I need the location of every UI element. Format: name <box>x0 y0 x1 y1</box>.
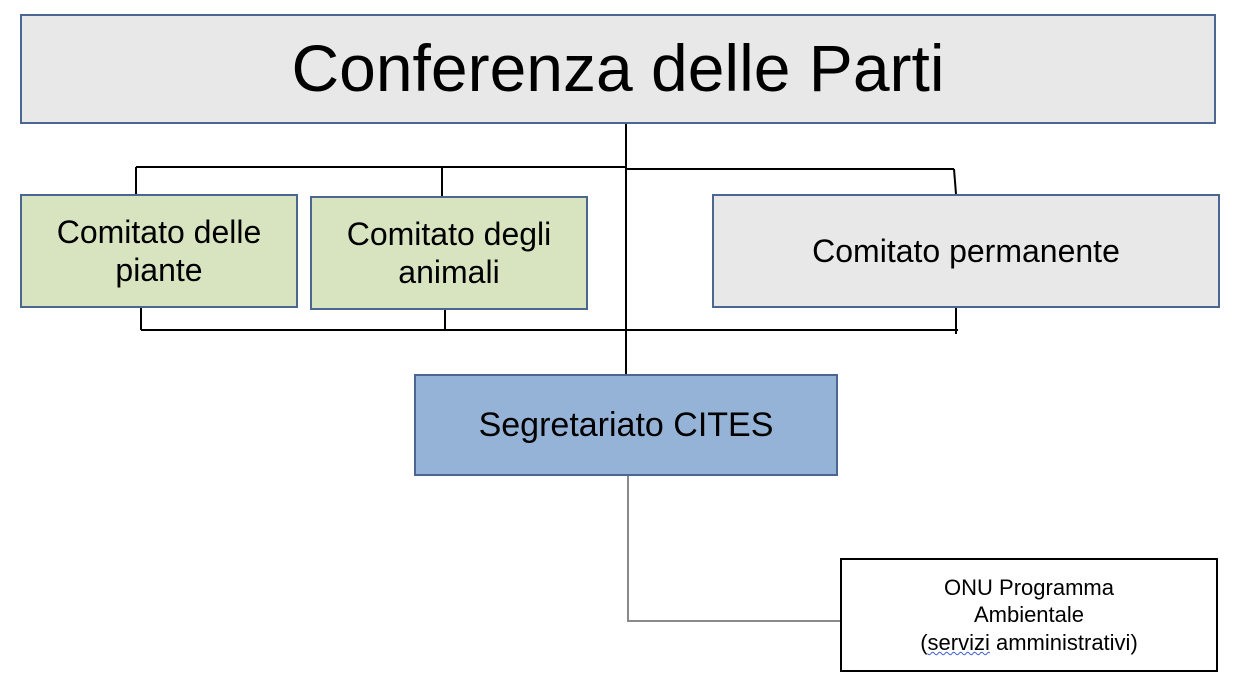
drop-standing <box>953 168 957 195</box>
unep-line3-word: servizi <box>927 629 990 655</box>
conference-of-parties-label: Conferenza delle Parti <box>291 31 945 106</box>
animals-committee-line1: Comitato degli <box>346 215 552 252</box>
unep-line3: (servizi amministrativi) <box>920 629 1138 657</box>
cites-secretariat-label: Segretariato CITES <box>478 405 774 444</box>
cites-secretariat-box: Segretariato CITES <box>414 374 838 476</box>
unep-box: ONU Programma Ambientale (servizi ammini… <box>840 558 1218 672</box>
animals-committee-line2: animali <box>398 254 500 290</box>
animals-committee-box: Comitato degli animali <box>310 196 588 310</box>
plants-committee-line1: Comitato delle <box>56 213 262 250</box>
unep-connector <box>627 476 840 622</box>
plants-committee-box: Comitato delle piante <box>20 194 298 308</box>
unep-line3-open: ( <box>920 629 928 655</box>
standing-committee-box: Comitato permanente <box>712 194 1220 308</box>
unep-line2: Ambientale <box>973 602 1085 628</box>
standing-committee-label: Comitato permanente <box>812 232 1120 269</box>
unep-line1: ONU Programma <box>944 574 1114 600</box>
conference-of-parties-box: Conferenza delle Parti <box>20 14 1216 124</box>
plants-committee-line2: piante <box>115 252 203 288</box>
unep-line3-rest: amministrativi) <box>989 629 1138 655</box>
